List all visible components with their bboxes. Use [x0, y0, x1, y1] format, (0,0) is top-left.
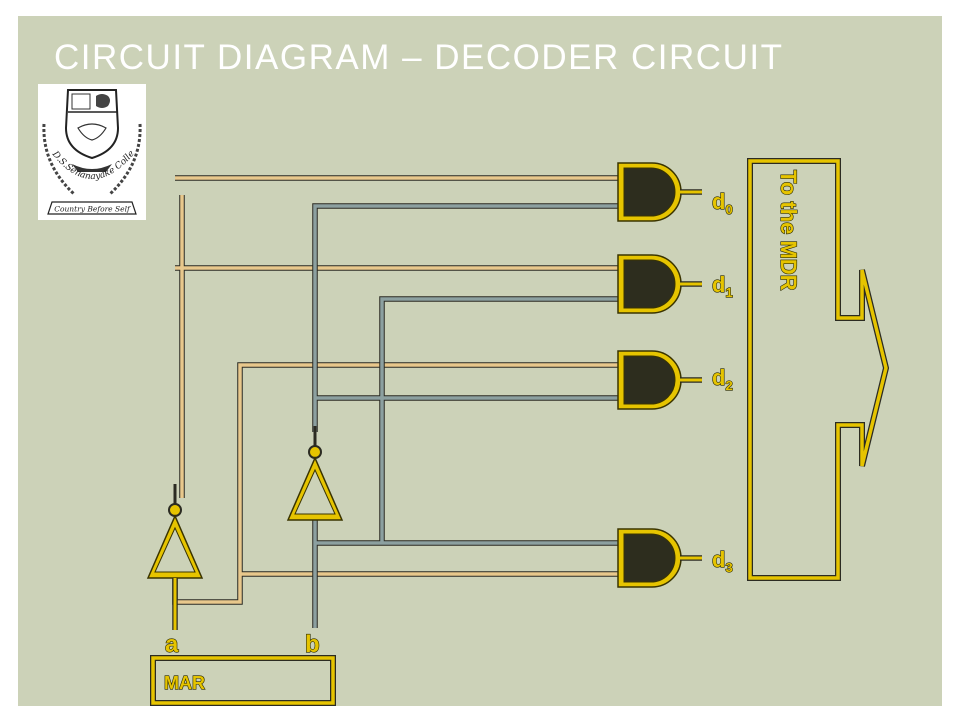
output-label-d0: d0 [711, 188, 733, 217]
output-label-d2: d2 [711, 364, 733, 393]
slide-background [18, 16, 942, 706]
and-gate-d1 [617, 254, 702, 314]
mdr-label: To the MDR [776, 170, 801, 291]
mar-register [150, 655, 336, 706]
output-label-d3: d3 [711, 546, 733, 575]
and-gate-d3 [617, 528, 702, 588]
college-crest-icon: D.S.Senanayake College Country Before Se… [35, 77, 146, 220]
mdr-bus [747, 158, 890, 581]
and-gate-d0 [617, 162, 702, 222]
crest-motto: Country Before Self [54, 205, 131, 214]
and-gate-d2 [617, 350, 702, 410]
svg-text:d3: d3 [712, 547, 733, 575]
not-gate-a [146, 484, 204, 630]
not-gate-b [286, 426, 344, 521]
mar-label: MAR [164, 673, 205, 693]
input-label-a: a [165, 631, 179, 658]
wires-a [172, 175, 618, 605]
output-label-d1: d1 [711, 271, 733, 300]
svg-text:d2: d2 [712, 365, 733, 393]
input-label-b: b [305, 631, 320, 658]
wires-b [312, 203, 618, 628]
svg-text:d1: d1 [712, 272, 733, 300]
page-title: CIRCUIT DIAGRAM – DECODER CIRCUIT [54, 38, 784, 77]
svg-text:d0: d0 [712, 189, 733, 217]
